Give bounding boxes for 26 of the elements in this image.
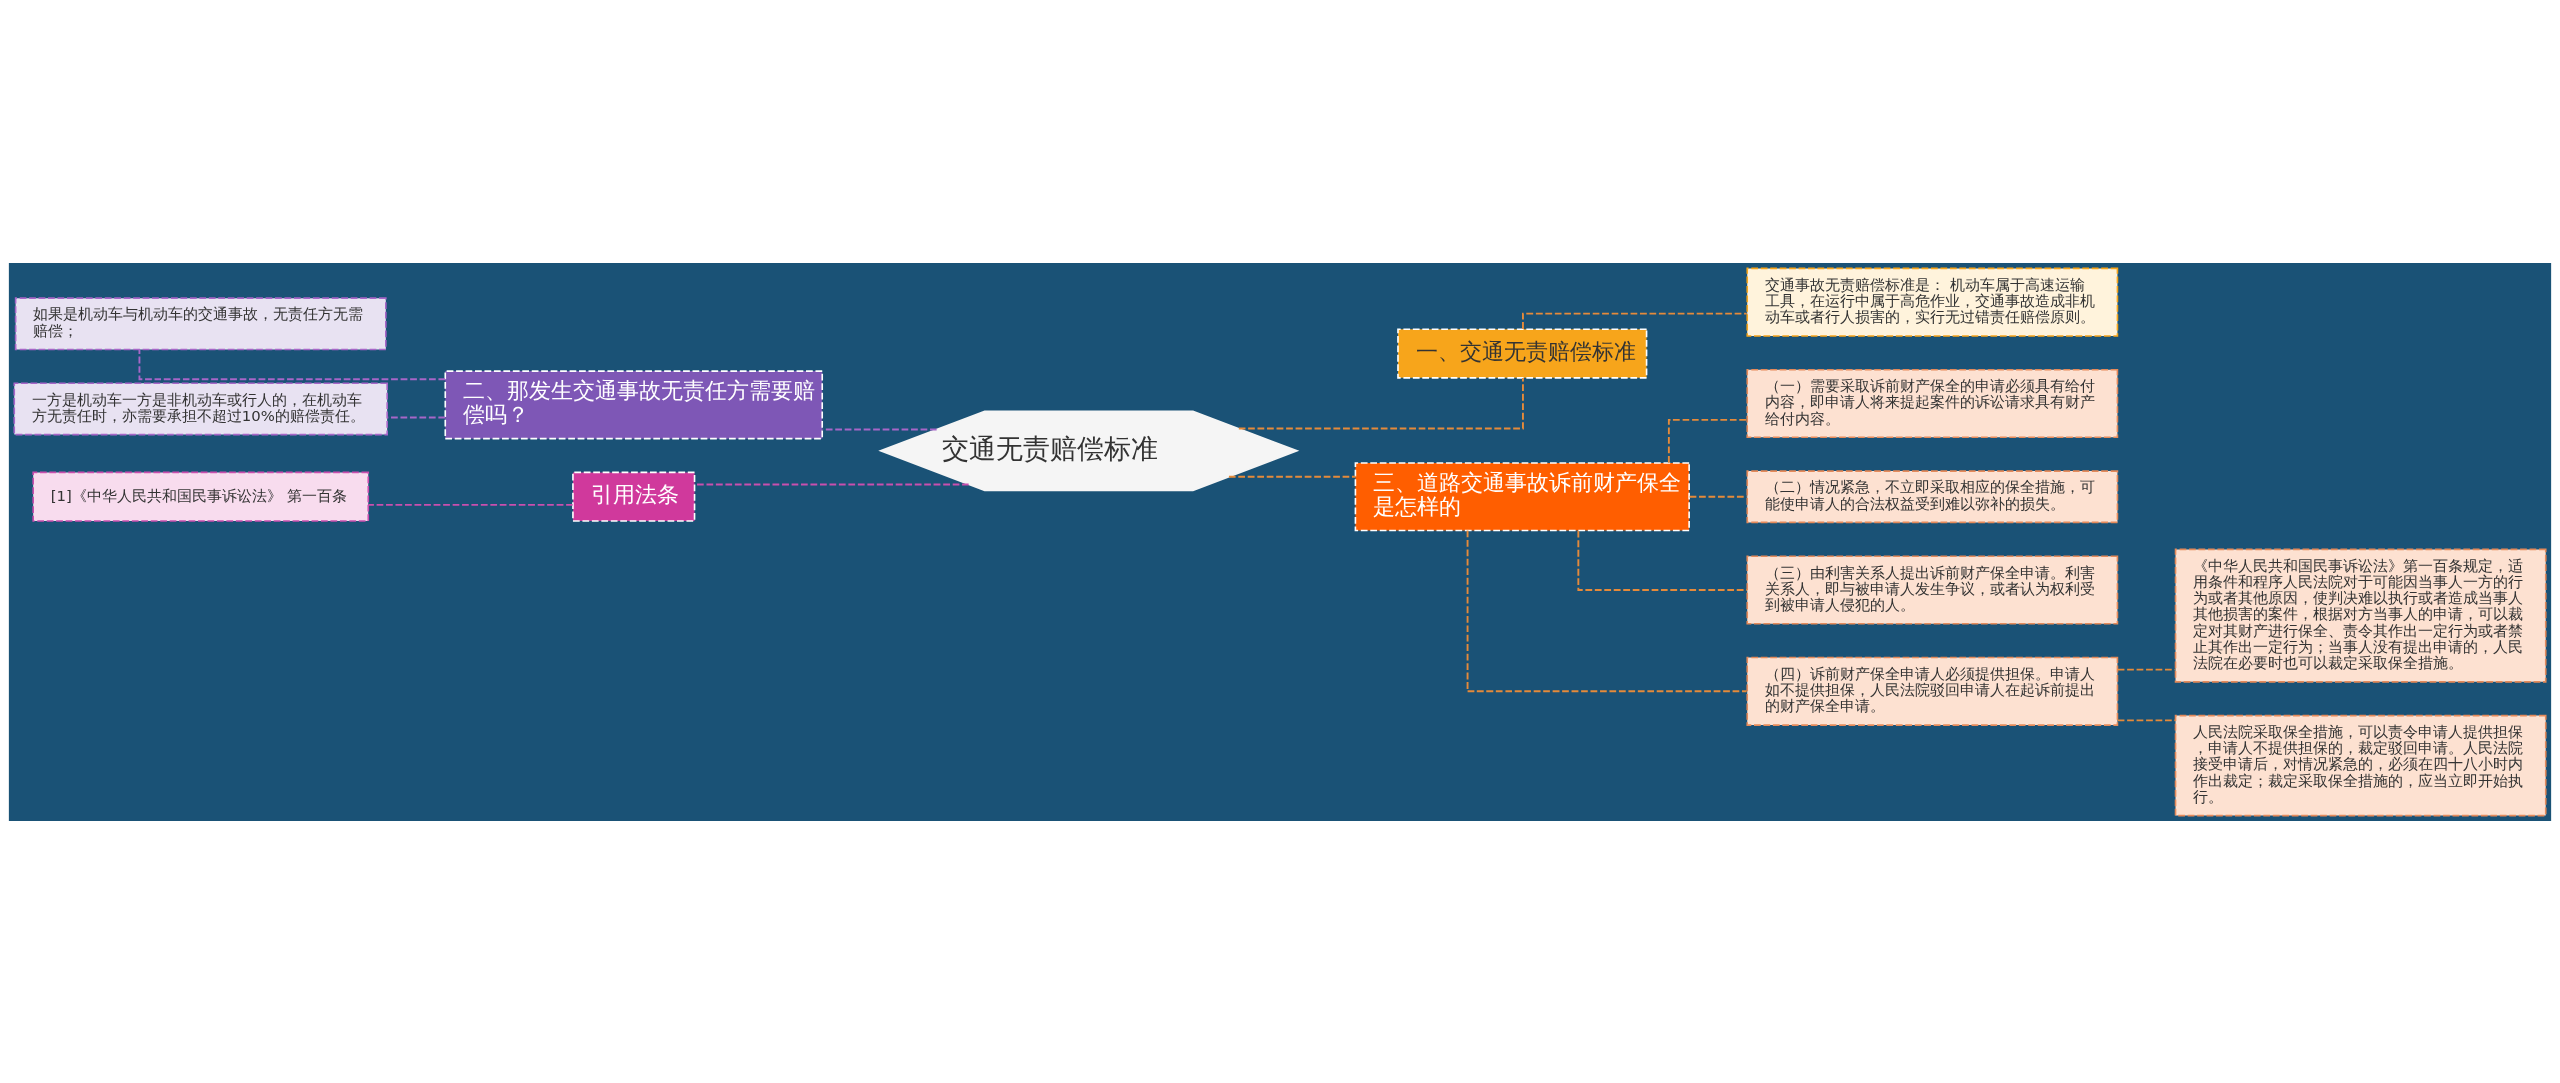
connector: [2116, 718, 2177, 721]
node-box: 人民法院采取保全措施，可以责令申请人提供担保，申请人不提供担保的，裁定驳回申请。人民法院接受申请后，对情况紧急的，必须在四十八小时内作出裁定；裁定采取保全措施的，应当立即开始执行。: [2174, 714, 2547, 816]
node-box: 《中华人民共和国民事诉讼法》第一百条规定，适用条件和程序人民法院对于可能因当事人一方的行为或者其他原因，使判决难以执行或者造成当事人其他损害的案件，根据对方当事人的申请，可以裁定对其财产进行保全、责令其作出一定行为或者禁止其作出一定行为；当事人没有提出申请的，人民法院在必要时也可以裁定采取保全措施。: [2174, 548, 2547, 683]
node-box: 一、交通无责赔偿标准: [1397, 327, 1648, 379]
connector: [1667, 418, 1749, 464]
node-box: （二）情况紧急，不立即采取相应的保全措施，可能使申请人的合法权益受到难以弥补的损失。: [1746, 469, 2119, 523]
connector: [1237, 376, 1524, 429]
node-box: 三、道路交通事故诉前财产保全是怎样的: [1354, 461, 1690, 531]
connector: [386, 416, 447, 418]
connector: [1466, 529, 1748, 692]
node-box: 交通事故无责赔偿标准是： 机动车属于高速运输工具，在运行中属于高危作业，交通事故造成非机动车或者行人损害的，实行无过错责任赔偿原则。: [1746, 267, 2119, 337]
connector: [1228, 475, 1357, 478]
node-box: （一）需要采取诉前财产保全的申请必须具有给付内容，即申请人将来提起案件的诉讼请求具有财产给付内容。: [1746, 368, 2119, 438]
node-box: 如果是机动车与机动车的交通事故，无责任方无需赔偿；: [14, 296, 387, 350]
node-box: 一方是机动车一方是非机动车或行人的，在机动车方无责任时，亦需要承担不超过10%的赔偿责任。: [13, 381, 388, 435]
node-box: 引用法条: [572, 471, 696, 522]
node-box: （三）由利害关系人提出诉前财产保全申请。利害关系人，即与被申请人发生争议，或者认为权利受到被申请人侵犯的人。: [1746, 554, 2119, 625]
node-box: （四）诉前财产保全申请人必须提供担保。申请人如不提供担保，人民法院驳回申请人在起诉前提出的财产保全申请。: [1746, 656, 2119, 726]
connector: [1577, 529, 1748, 591]
connector: [367, 503, 574, 506]
connector: [1522, 312, 1748, 330]
connector: [694, 483, 970, 485]
node-box: 二、那发生交通事故无责任方需要赔偿吗？: [444, 369, 824, 439]
connector: [1688, 495, 1748, 498]
node-box: [1]《中华人民共和国民事诉讼法》 第一百条: [32, 471, 370, 522]
connector: [2116, 668, 2177, 671]
